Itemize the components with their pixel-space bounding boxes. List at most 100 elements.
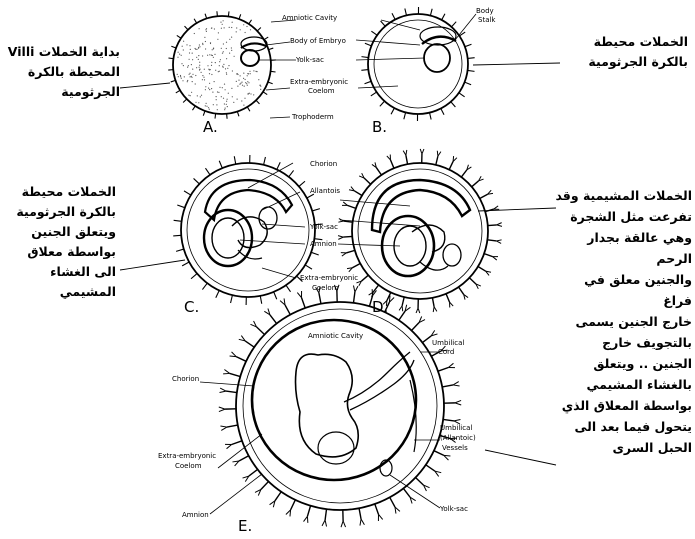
- stipple-dot: [244, 98, 245, 99]
- panel-label-c: C.: [184, 298, 199, 316]
- villus: [412, 323, 420, 331]
- stipple-dot: [243, 105, 244, 106]
- label-amniotic-cavity-e: Amniotic Cavity: [308, 332, 363, 340]
- villus: [459, 93, 465, 97]
- label-amnion: Amnion: [310, 240, 337, 248]
- stipple-dot: [224, 109, 225, 110]
- stipple-dot: [223, 67, 224, 68]
- label-extra-embryonic-e2: Coelom: [175, 462, 202, 470]
- villus: [227, 425, 238, 427]
- stipple-dot: [186, 44, 187, 45]
- villi-a: [168, 11, 276, 119]
- amnion-e: [252, 320, 416, 480]
- villus: [270, 315, 277, 324]
- villus-branch: [361, 519, 364, 525]
- stipple-dot: [241, 100, 242, 101]
- stipple-dot: [190, 95, 191, 96]
- villus: [381, 21, 386, 26]
- villus-branch: [406, 150, 407, 155]
- villus-branch: [220, 426, 227, 427]
- villus-branch: [355, 286, 358, 292]
- villus: [403, 488, 410, 497]
- villus-branch: [224, 370, 229, 374]
- villus-branch: [453, 382, 459, 385]
- stipple-dot: [227, 68, 228, 69]
- stipple-dot: [202, 43, 203, 44]
- stipple-dot: [204, 79, 205, 80]
- stipple-dot: [241, 82, 242, 83]
- villus: [459, 287, 464, 294]
- villus-branch: [338, 236, 343, 237]
- stipple-dot: [219, 65, 220, 66]
- stipple-dot: [223, 64, 224, 65]
- stipple-dot: [206, 28, 207, 29]
- villus: [182, 262, 189, 266]
- villus: [404, 112, 406, 119]
- villus: [171, 46, 176, 48]
- villus: [430, 113, 432, 120]
- villus-branch: [378, 514, 382, 519]
- stipple-dot: [205, 48, 206, 49]
- stipple-dot: [215, 70, 216, 71]
- stipple-dot: [255, 71, 256, 72]
- stipple-dot: [197, 95, 198, 96]
- stipple-dot: [189, 74, 190, 75]
- villus: [402, 297, 404, 306]
- villus-branch: [304, 516, 308, 521]
- stipple-dot: [181, 63, 182, 64]
- label-trophoderm: Trophoderm: [291, 113, 334, 121]
- villus-branch: [493, 257, 497, 260]
- fetus-e: [296, 354, 359, 457]
- villus: [365, 81, 372, 83]
- stipple-dot: [223, 51, 224, 52]
- villus: [392, 13, 395, 19]
- villus: [216, 290, 219, 297]
- stipple-dot: [222, 24, 223, 25]
- stipple-dot: [202, 75, 203, 76]
- stipple-dot: [196, 49, 197, 50]
- stipple-dot: [201, 72, 202, 73]
- stipple-dot: [201, 95, 202, 96]
- chorion-c: [181, 163, 315, 297]
- stipple-dot: [205, 86, 206, 87]
- stipple-dot: [260, 86, 261, 87]
- label-yolk-sac: Yolk-sac: [295, 56, 324, 64]
- villus: [247, 107, 250, 111]
- stipple-dot: [212, 92, 213, 93]
- villus: [237, 112, 239, 117]
- villus: [461, 170, 466, 177]
- stipple-dot: [231, 50, 232, 51]
- villus: [472, 181, 479, 187]
- stipple-dot: [209, 69, 210, 70]
- stipple-dot: [187, 80, 188, 81]
- stipple-dot: [184, 76, 185, 77]
- stipple-dot: [205, 105, 206, 106]
- villus: [443, 419, 454, 420]
- stipple-dot: [210, 42, 211, 43]
- villus: [312, 209, 320, 211]
- stipple-dot: [232, 96, 233, 97]
- villus: [205, 168, 210, 175]
- stipple-dot: [199, 67, 200, 68]
- villus: [194, 178, 200, 184]
- villus: [245, 341, 254, 347]
- villus: [302, 298, 306, 308]
- villus: [268, 82, 273, 84]
- stipple-dot: [195, 102, 196, 103]
- stipple-dot: [188, 65, 189, 66]
- villus-branch: [219, 409, 225, 411]
- stipple-dot: [187, 81, 188, 82]
- villus: [451, 102, 456, 107]
- stipple-dot: [220, 22, 221, 23]
- villus-branch: [422, 149, 424, 154]
- stipple-dot: [199, 69, 200, 70]
- label-extra-embryonic-1: Extra-embryonic: [290, 78, 348, 86]
- villus: [406, 155, 408, 164]
- panel-c: [120, 155, 323, 305]
- stipple-dot: [218, 92, 219, 93]
- villus-branch: [402, 306, 403, 311]
- label-chorion-e: Chorion: [172, 375, 199, 383]
- label-umbilical-cord-1: Umbilical: [432, 339, 464, 347]
- villus: [390, 497, 395, 507]
- stipple-dot: [227, 106, 228, 107]
